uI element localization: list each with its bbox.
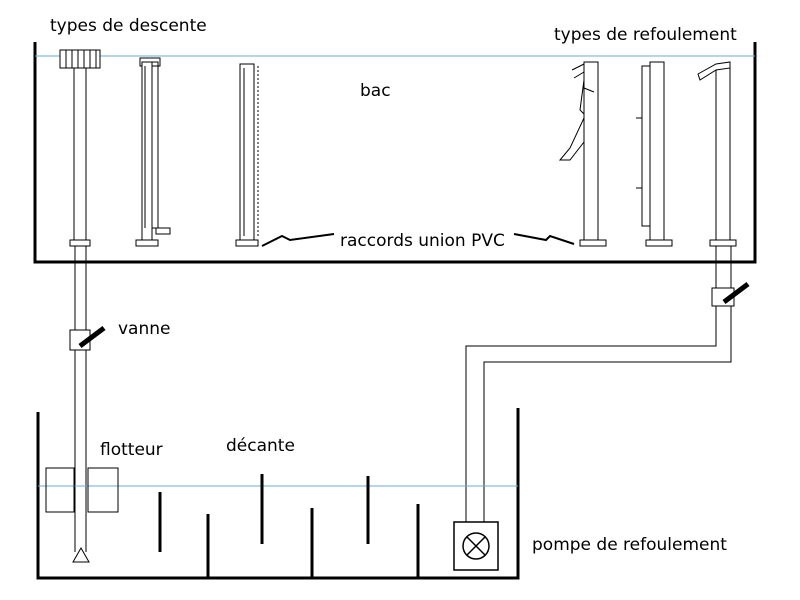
upper-tank (33, 42, 757, 264)
return-valve-handle (722, 282, 750, 304)
label-types-refoulement: types de refoulement (554, 25, 737, 45)
union-fittings (69, 239, 737, 247)
label-flotteur: flotteur (100, 440, 163, 460)
return-type-spray (558, 61, 599, 241)
right-arrow (513, 233, 575, 245)
label-bac: bac (360, 81, 391, 101)
left-arrow (261, 233, 335, 247)
raccords-arrows (261, 233, 575, 247)
union-fitting (709, 239, 737, 247)
union-fitting (579, 239, 607, 247)
crossed-circle-icon (462, 532, 490, 560)
union-fitting (235, 239, 259, 247)
float-right (87, 467, 119, 513)
sump-tank (36, 408, 520, 580)
label-types-descente: types de descente (50, 16, 207, 36)
return-type-swan-neck (697, 61, 731, 241)
union-fitting (69, 239, 91, 247)
label-vanne: vanne (118, 319, 171, 339)
return-pipe (465, 246, 750, 522)
valve-handle (78, 326, 106, 348)
return-pump (453, 521, 499, 571)
descent-type-slotted (239, 63, 259, 241)
union-fitting (645, 239, 673, 247)
label-decante: décante (226, 436, 295, 456)
descent-type-overflow (139, 57, 171, 241)
label-pompe: pompe de refoulement (532, 535, 727, 555)
union-fitting (135, 239, 159, 247)
descent-type-strainer (59, 49, 101, 241)
descent-pipe (69, 246, 106, 563)
float-left (45, 467, 75, 513)
return-type-side-outlets (636, 61, 665, 241)
label-raccords: raccords union PVC (340, 231, 505, 251)
